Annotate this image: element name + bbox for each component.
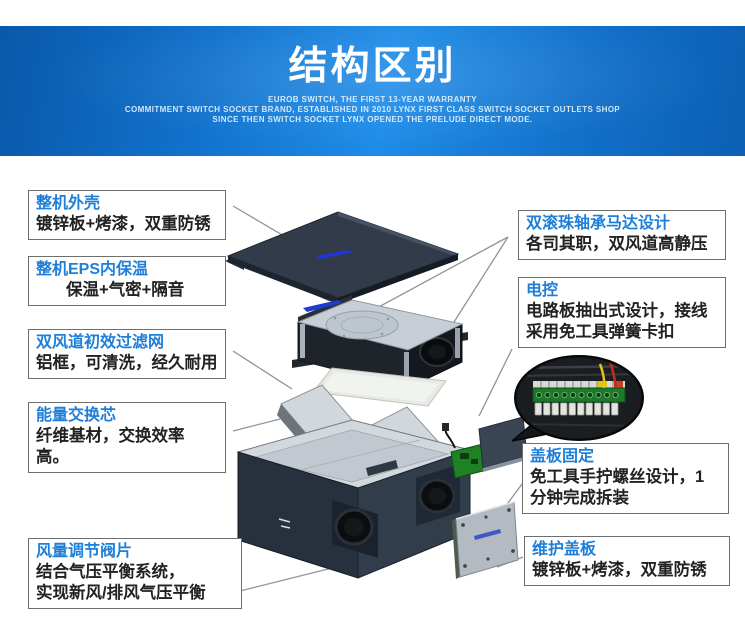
callout-title: 双风道初效过滤网 [36, 334, 165, 351]
terminal-label-strip [533, 381, 625, 388]
page-title: 结构区别 [288, 45, 457, 88]
banner-subtitle-line1: EUROB SWITCH, THE FIRST 13-YEAR WARRANTY [268, 95, 477, 104]
banner-subtitle-line2: COMMITMENT SWITCH SOCKET BRAND, ESTABLIS… [124, 105, 621, 114]
callout-body: 结合气压平衡系统， 实现新风/排风气压平衡 [36, 563, 206, 602]
callout-air-damper: 风量调节阀片 结合气压平衡系统， 实现新风/排风气压平衡 [28, 538, 242, 609]
callout-cover-fixing: 盖板固定 免工具手拧螺丝设计，1 分钟完成拆装 [522, 443, 729, 514]
callout-title: 整机外壳 [36, 195, 101, 212]
leader-motor-b [446, 236, 509, 334]
terminal-callout-bubble [511, 355, 644, 442]
callout-electric-control: 电控 电路板抽出式设计，接线 采用免工具弹簧卡扣 [518, 277, 726, 348]
ebox-panel [478, 416, 528, 472]
fan-blue-strip [303, 300, 342, 312]
support-post [455, 328, 460, 358]
support-post [300, 324, 305, 358]
callout-body: 各司其职，双风道高静压 [526, 235, 708, 253]
header-banner: 结构区别 EUROB SWITCH, THE FIRST 13-YEAR WAR… [0, 26, 745, 156]
banner-subtitle: EUROB SWITCH, THE FIRST 13-YEAR WARRANTY… [0, 95, 745, 125]
callout-body: 电路板抽出式设计，接线 采用免工具弹簧卡扣 [526, 302, 708, 341]
callout-eps-insulation: 整机EPS内保温 保温+气密+隔音 [28, 256, 226, 306]
callout-maintenance-cover: 维护盖板 镀锌板+烤漆，双重防锈 [524, 536, 730, 586]
callout-body: 镀锌板+烤漆，双重防锈 [36, 215, 211, 233]
callout-motor-design: 双滚珠轴承马达设计 各司其职，双风道高静压 [518, 210, 726, 260]
callout-dual-duct-filter: 双风道初效过滤网 铝框，可清洗，经久耐用 [28, 329, 226, 379]
banner-subtitle-line3: SINCE THEN SWITCH SOCKET LYNX OPENED THE… [212, 115, 533, 124]
callout-title: 双滚珠轴承马达设计 [526, 215, 671, 232]
callout-title: 电控 [526, 282, 559, 299]
callout-body: 免工具手拧螺丝设计，1 分钟完成拆装 [530, 468, 705, 507]
leader-core [232, 418, 281, 432]
callout-title: 维护盖板 [532, 541, 597, 558]
fan-motor-assembly [292, 295, 468, 389]
callout-body: 镀锌板+烤漆，双重防锈 [532, 561, 707, 579]
callout-title: 整机EPS内保温 [36, 261, 149, 278]
cover-logo [316, 250, 353, 259]
leader-filter [232, 350, 293, 390]
leader-motor-a [361, 236, 509, 317]
terminal-clamps [534, 402, 619, 416]
top-cover-panel [226, 211, 460, 304]
callout-energy-core: 能量交换芯 纤维基材，交换效率 高。 [28, 402, 226, 473]
filter-panel [312, 367, 447, 407]
callout-title: 盖板固定 [530, 448, 595, 465]
callout-whole-casing: 整机外壳 镀锌板+烤漆，双重防锈 [28, 190, 226, 240]
callout-title: 能量交换芯 [36, 407, 117, 424]
internal-damper [366, 460, 398, 476]
plate-logo [474, 529, 501, 540]
wire-yellow [598, 363, 606, 389]
leader-econtrol [478, 348, 513, 417]
fan-scroll-outline [325, 310, 399, 340]
callout-body: 保温+气密+隔音 [66, 281, 185, 299]
control-pcb [442, 423, 488, 479]
callout-body: 纤维基材，交换效率 高。 [36, 427, 185, 466]
callout-title: 风量调节阀片 [36, 543, 133, 560]
callout-body: 铝框，可清洗，经久耐用 [36, 354, 218, 372]
support-post [404, 352, 409, 384]
body-logo [278, 518, 291, 529]
main-body-box [236, 419, 472, 579]
plate-screws [461, 508, 515, 568]
maintenance-plate [452, 501, 519, 579]
